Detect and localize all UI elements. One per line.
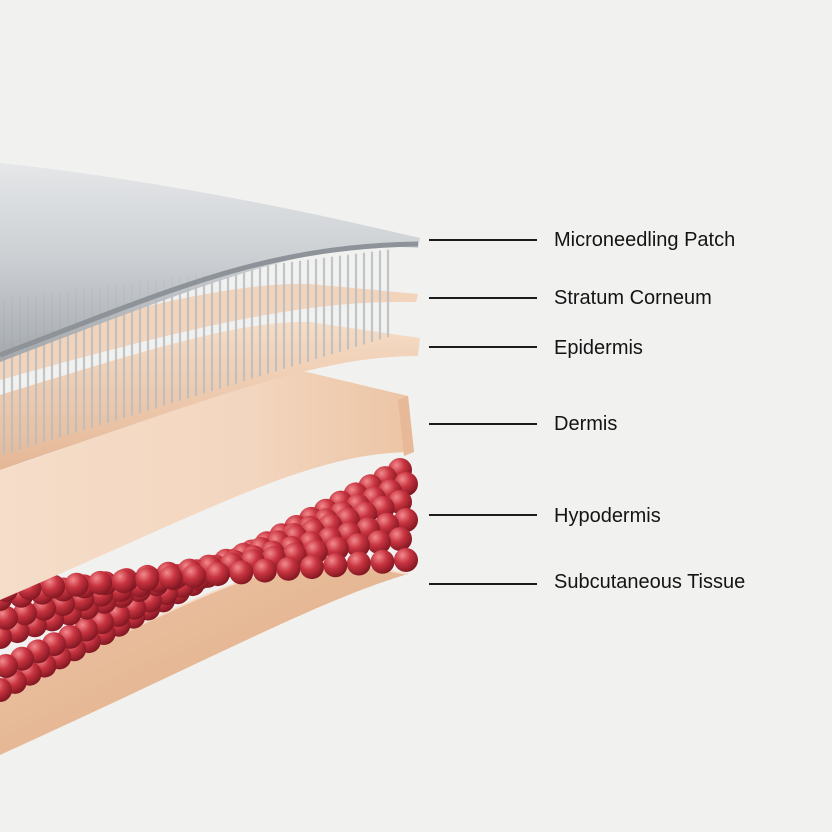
fat-cell xyxy=(276,556,301,581)
fat-cell xyxy=(370,549,395,574)
fat-cell xyxy=(0,606,18,630)
fat-cell xyxy=(346,551,371,576)
fat-cell xyxy=(158,565,183,590)
fat-cell xyxy=(0,625,12,649)
fat-cell xyxy=(345,533,370,558)
fat-cell xyxy=(205,562,230,587)
leader-line-stratum xyxy=(429,297,537,299)
label-dermis: Dermis xyxy=(554,413,618,435)
label-hypodermis: Hypodermis xyxy=(554,505,661,527)
subcutaneous-layer xyxy=(0,560,408,755)
leader-line-subcutaneous xyxy=(429,583,537,585)
dermis-layer xyxy=(0,368,414,600)
dermis-side xyxy=(398,396,414,456)
leader-line-patch xyxy=(429,239,537,241)
fat-cell xyxy=(0,678,12,702)
fat-cell xyxy=(394,508,418,532)
fat-cell xyxy=(88,570,113,595)
label-microneedling-patch: Microneedling Patch xyxy=(554,229,736,251)
fat-cell xyxy=(366,530,391,555)
label-subcutaneous-tissue: Subcutaneous Tissue xyxy=(554,571,746,593)
fat-cell xyxy=(64,572,89,597)
leader-line-dermis xyxy=(429,423,537,425)
hypodermis-fat-cells xyxy=(0,458,418,702)
fat-cell xyxy=(252,558,277,583)
fat-cell xyxy=(111,569,136,594)
epidermis-layer xyxy=(0,321,420,470)
fat-cell xyxy=(299,555,324,580)
fat-cell xyxy=(0,654,18,678)
fat-cell xyxy=(323,553,348,578)
fat-cell xyxy=(388,527,412,551)
fat-cell xyxy=(394,548,418,572)
fat-cell xyxy=(182,563,207,588)
label-epidermis: Epidermis xyxy=(554,337,643,359)
patch-bottom-edge xyxy=(0,241,419,358)
fat-cell xyxy=(135,567,160,592)
leader-line-hypodermis xyxy=(429,514,537,516)
label-stratum-corneum: Stratum Corneum xyxy=(554,287,712,309)
fat-cell xyxy=(41,574,66,599)
fat-cell xyxy=(229,560,254,585)
leader-line-epidermis xyxy=(429,346,537,348)
